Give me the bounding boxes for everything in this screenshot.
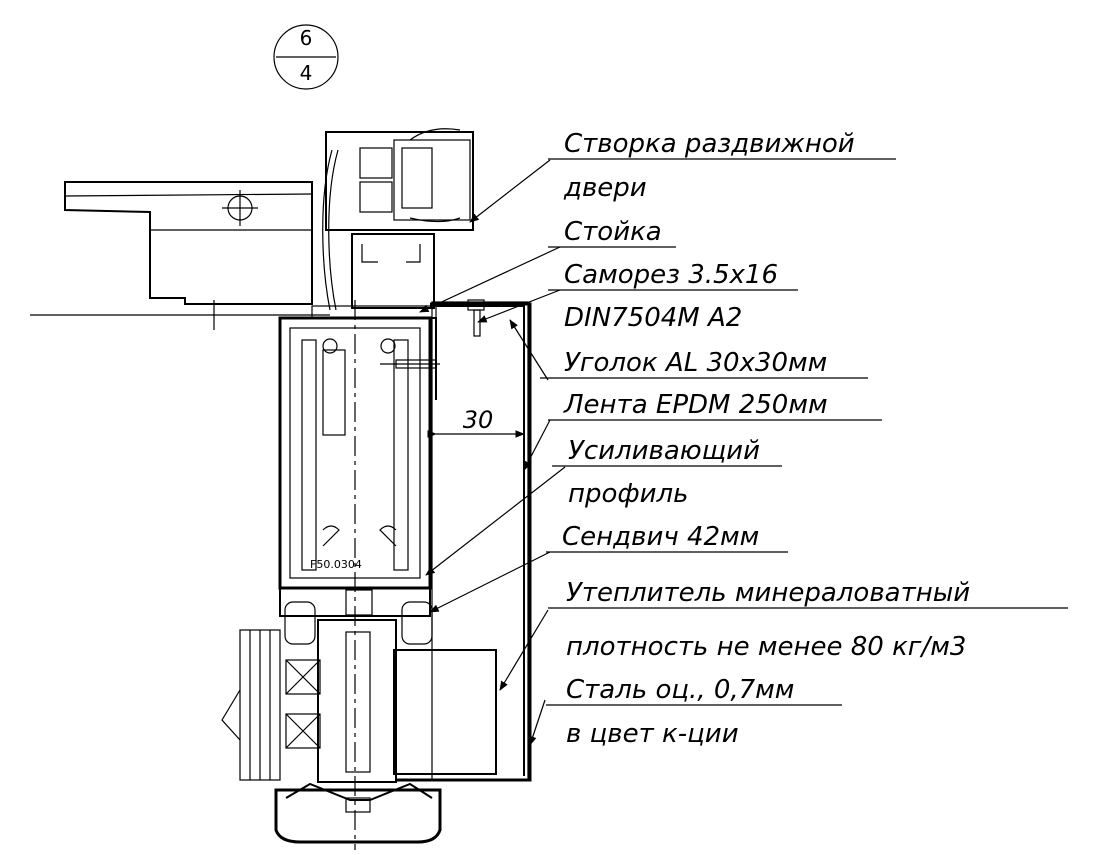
- post-profile: [311, 233, 437, 319]
- callout-text: Сендвич 42мм: [562, 522, 759, 552]
- threshold-profile: [64, 181, 313, 305]
- callout-text: двери: [563, 173, 647, 203]
- gasket-right: [401, 601, 433, 645]
- galvanized-steel-trim: [396, 302, 532, 782]
- callout-text: профиль: [568, 479, 688, 509]
- dimension-30: 30: [427, 406, 525, 438]
- callout-text: Утеплитель минераловатный: [566, 578, 970, 608]
- sandwich-panel: [431, 299, 529, 781]
- dimension-value: 30: [463, 406, 494, 434]
- lower-connector: [279, 587, 433, 783]
- mineral-wool-insulation: [393, 649, 497, 775]
- detail-marker-top: 6: [300, 26, 313, 50]
- callout-text: Створка раздвижной: [564, 129, 855, 159]
- callout-text: Лента EPDM 250мм: [563, 390, 828, 420]
- gasket-left: [284, 601, 316, 645]
- glazing-unit: [221, 629, 321, 781]
- sliding-sash: [322, 128, 474, 311]
- profile-code: F50.0304: [310, 558, 362, 571]
- angle-screw: [473, 309, 481, 337]
- anchor-dowel: [322, 349, 346, 436]
- detail-marker-bottom: 4: [300, 61, 313, 85]
- callout-text: Стойка: [564, 217, 662, 247]
- bolt-thread: [345, 631, 371, 773]
- callout-text: DIN7504M A2: [564, 303, 742, 333]
- callout-text: Усиливающий: [568, 436, 760, 466]
- callout-text: Саморез 3.5х16: [564, 260, 778, 290]
- bottom-cap: [274, 782, 442, 844]
- break-line: [221, 689, 241, 741]
- callout-text: в цвет к-ции: [566, 719, 739, 749]
- reinforcing-profile: F50.0304: [278, 300, 440, 850]
- leader-lines: [419, 159, 566, 746]
- aluminum-angle: [432, 317, 437, 400]
- callout-text: плотность не менее 80 кг/м3: [566, 632, 966, 662]
- callout-text: Сталь оц., 0,7мм: [566, 675, 794, 705]
- detail-marker: 6 4: [273, 24, 339, 90]
- callout-text: Уголок AL 30x30мм: [564, 348, 827, 378]
